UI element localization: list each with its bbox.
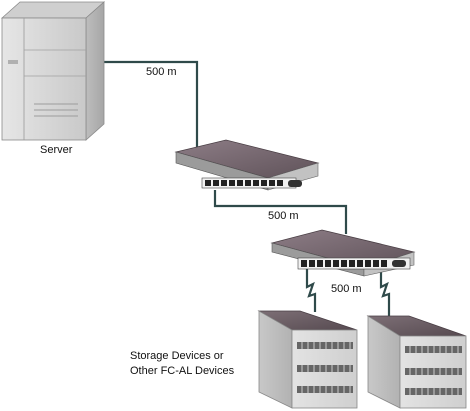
storage-icon	[257, 310, 358, 409]
cables	[83, 60, 391, 318]
storage-right	[366, 315, 467, 409]
hub-icon	[270, 229, 416, 277]
distance-label-hub-hub: 500 m	[268, 210, 299, 222]
server-label: Server	[40, 144, 73, 156]
storage-icon	[366, 315, 467, 409]
storage-left	[257, 310, 358, 409]
cable-server-hub1	[83, 60, 199, 160]
cable-hub2-storage-left	[305, 268, 317, 312]
cable-hub2-storage-right	[379, 268, 391, 318]
hub-2	[270, 229, 416, 277]
hub-1	[174, 139, 320, 191]
server-icon	[0, 1, 106, 141]
distance-label-hub-storage: 500 m	[331, 283, 362, 295]
storage-caption-line2: Other FC-AL Devices	[130, 365, 235, 377]
hub-icon	[174, 139, 320, 191]
distance-label-server-hub: 500 m	[146, 66, 177, 78]
server: Server	[0, 1, 106, 156]
storage-caption-line1: Storage Devices or	[130, 350, 224, 362]
cable-hub1-hub2	[213, 190, 348, 234]
